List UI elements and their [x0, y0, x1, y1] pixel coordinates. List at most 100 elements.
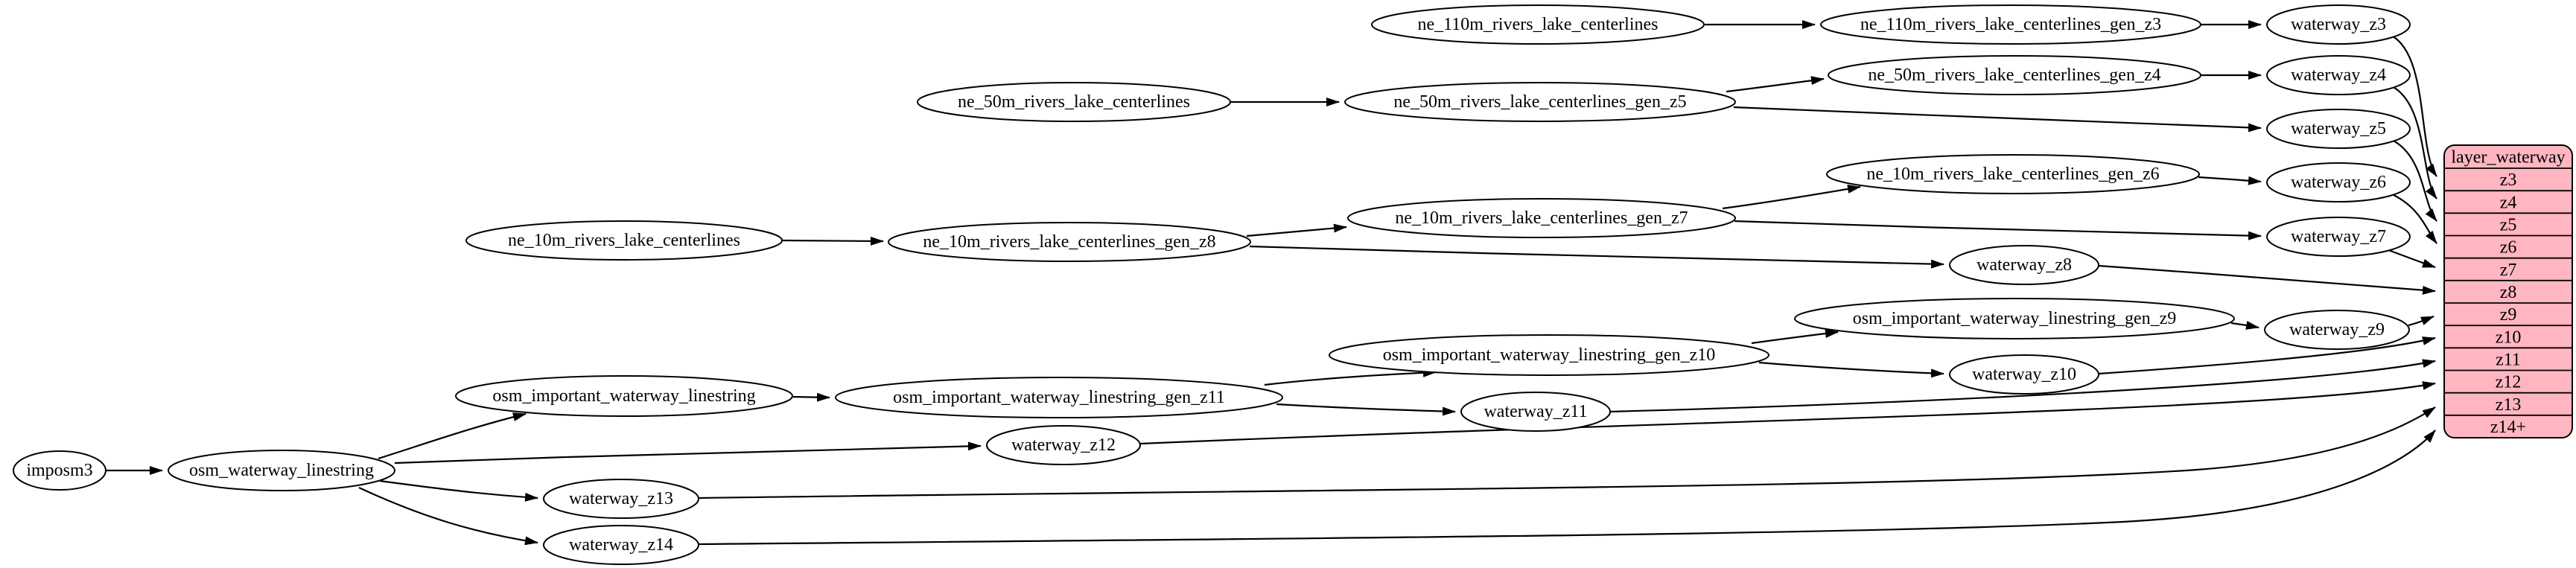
edge-waterway_z14--layer_waterway-z14+: [698, 430, 2436, 546]
node-label: waterway_z3: [2291, 15, 2386, 34]
record-row-z3: z3: [2500, 170, 2517, 190]
node-ne_10m_rivers_lake_centerlines: ne_10m_rivers_lake_centerlines: [465, 220, 783, 261]
edge-osm_important_waterway_linestring--osm_important_waterway_linestring_gen_z11: [792, 392, 830, 402]
node-osm_important_waterway_linestring_gen_z11: osm_important_waterway_linestring_gen_z1…: [835, 377, 1283, 418]
edge-waterway_z3--layer_waterway-z3: [2390, 34, 2437, 177]
record-row-z10: z10: [2496, 328, 2522, 347]
node-label: osm_important_waterway_linestring_gen_z1…: [1383, 345, 1716, 365]
edge-ne_10m_rivers_lake_centerlines_gen_z8--waterway_z8: [1249, 245, 1944, 269]
node-ellipse: [1329, 334, 1769, 376]
node-ellipse: [888, 222, 1251, 262]
node-label: ne_10m_rivers_lake_centerlines_gen_z6: [1866, 165, 2159, 184]
node-label: waterway_z7: [2291, 227, 2386, 246]
edge-waterway_z11--layer_waterway-z11: [1609, 359, 2436, 413]
edge-osm_waterway_linestring--osm_important_waterway_linestring: [378, 412, 527, 460]
node-label: osm_waterway_linestring: [189, 461, 374, 480]
node-waterway_z8: waterway_z8: [1949, 245, 2099, 285]
node-ne_10m_rivers_lake_centerlines_gen_z6: ne_10m_rivers_lake_centerlines_gen_z6: [1826, 154, 2200, 194]
node-ne_10m_rivers_lake_centerlines_gen_z7: ne_10m_rivers_lake_centerlines_gen_z7: [1347, 198, 1736, 238]
node-ellipse: [835, 377, 1283, 418]
edge-ne_10m_rivers_lake_centerlines_gen_z8--ne_10m_rivers_lake_centerlines_gen_z7: [1246, 223, 1347, 237]
node-label: ne_50m_rivers_lake_centerlines_gen_z5: [1393, 92, 1686, 112]
record-row-z9: z9: [2500, 305, 2517, 325]
node-ellipse: [465, 220, 783, 261]
edge-ne_10m_rivers_lake_centerlines_gen_z7--waterway_z7: [1734, 220, 2262, 240]
node-label: ne_50m_rivers_lake_centerlines: [958, 92, 1190, 112]
node-label: waterway_z4: [2291, 66, 2386, 85]
edge-waterway_z10--layer_waterway-z10: [2098, 336, 2436, 375]
node-label: osm_important_waterway_linestring_gen_z9: [1853, 309, 2177, 328]
edge-ne_10m_rivers_lake_centerlines_gen_z7--ne_10m_rivers_lake_centerlines_gen_z6: [1722, 184, 1861, 210]
edge-osm_waterway_linestring--waterway_z12: [394, 441, 982, 465]
node-label: waterway_z11: [1483, 402, 1587, 421]
node-label: waterway_z12: [1011, 435, 1116, 455]
node-waterway_z11: waterway_z11: [1460, 392, 1611, 432]
record-row-z7: z7: [2500, 261, 2517, 280]
node-ellipse: [2266, 162, 2411, 202]
node-label: waterway_z14: [569, 535, 673, 555]
node-ellipse: [1460, 392, 1611, 432]
node-ellipse: [986, 425, 1141, 465]
edge-ne_10m_rivers_lake_centerlines--ne_10m_rivers_lake_centerlines_gen_z8: [781, 236, 884, 246]
node-label: osm_important_waterway_linestring_gen_z1…: [893, 388, 1225, 407]
edges-layer: [106, 20, 2437, 546]
record-row-z12: z12: [2496, 373, 2522, 392]
record-background: [2443, 144, 2573, 438]
node-label: osm_important_waterway_linestring: [492, 386, 755, 406]
node-ne_50m_rivers_lake_centerlines_gen_z5: ne_50m_rivers_lake_centerlines_gen_z5: [1344, 82, 1736, 122]
node-label: ne_50m_rivers_lake_centerlines_gen_z4: [1868, 66, 2160, 85]
edge-osm_waterway_linestring--waterway_z14: [358, 487, 538, 546]
node-label: ne_10m_rivers_lake_centerlines_gen_z8: [923, 232, 1215, 252]
node-osm_waterway_linestring: osm_waterway_linestring: [168, 450, 395, 491]
node-ne_50m_rivers_lake_centerlines_gen_z4: ne_50m_rivers_lake_centerlines_gen_z4: [1828, 55, 2201, 95]
edge-waterway_z5--layer_waterway-z5: [2390, 138, 2437, 222]
node-ellipse: [2266, 4, 2411, 45]
node-ellipse: [2264, 310, 2410, 350]
edge-ne_10m_rivers_lake_centerlines_gen_z6--waterway_z6: [2198, 176, 2262, 185]
node-label: waterway_z8: [1976, 255, 2072, 275]
node-waterway_z9: waterway_z9: [2264, 310, 2410, 350]
node-waterway_z4: waterway_z4: [2266, 55, 2411, 95]
node-ellipse: [13, 450, 106, 491]
node-ellipse: [1949, 245, 2099, 285]
node-osm_important_waterway_linestring: osm_important_waterway_linestring: [455, 375, 793, 417]
node-ne_110m_rivers_lake_centerlines_gen_z3: ne_110m_rivers_lake_centerlines_gen_z3: [1820, 4, 2201, 45]
edge-waterway_z4--layer_waterway-z4: [2391, 86, 2437, 200]
node-label: waterway_z13: [569, 489, 673, 508]
edge-waterway_z9--layer_waterway-z9: [2408, 315, 2435, 327]
node-waterway_z12: waterway_z12: [986, 425, 1141, 465]
edge-osm_important_waterway_linestring_gen_z11--waterway_z11: [1276, 403, 1456, 416]
node-osm_important_waterway_linestring_gen_z10: osm_important_waterway_linestring_gen_z1…: [1329, 334, 1769, 376]
node-ellipse: [917, 82, 1231, 122]
record-row-z11: z11: [2496, 350, 2521, 369]
node-waterway_z14: waterway_z14: [543, 525, 699, 565]
node-label: waterway_z5: [2291, 119, 2386, 138]
node-ellipse: [2266, 109, 2411, 149]
record-row-z8: z8: [2500, 283, 2517, 302]
node-label: waterway_z6: [2291, 173, 2386, 192]
record-layer: layer_waterway z3 z4 z5 z6 z7 z8 z9 z10 z11 z12 z13…: [2443, 144, 2573, 438]
record-row-z4: z4: [2500, 193, 2517, 212]
node-ellipse: [543, 525, 699, 565]
record-row-z6: z6: [2500, 238, 2517, 258]
node-ellipse: [1371, 4, 1705, 45]
edge-waterway_z13--layer_waterway-z13: [698, 406, 2436, 500]
edge-waterway_z8--layer_waterway-z8: [2098, 264, 2436, 295]
node-waterway_z6: waterway_z6: [2266, 162, 2411, 202]
node-label: imposm3: [26, 461, 92, 480]
edge-ne_50m_rivers_lake_centerlines_gen_z5--waterway_z5: [1733, 106, 2262, 133]
node-waterway_z3: waterway_z3: [2266, 4, 2411, 45]
record-row-z13: z13: [2496, 395, 2522, 415]
node-waterway_z10: waterway_z10: [1949, 354, 2099, 395]
record-row-z5: z5: [2500, 215, 2517, 234]
node-ne_50m_rivers_lake_centerlines: ne_50m_rivers_lake_centerlines: [917, 82, 1231, 122]
node-ellipse: [2266, 217, 2411, 257]
edge-ne_50m_rivers_lake_centerlines_gen_z5--ne_50m_rivers_lake_centerlines_gen_z4: [1726, 76, 1825, 93]
node-label: waterway_z10: [1972, 365, 2076, 384]
edge-osm_important_waterway_linestring_gen_z9--waterway_z9: [2230, 321, 2259, 330]
node-ellipse: [455, 375, 793, 417]
node-ellipse: [1826, 154, 2200, 194]
node-label: ne_10m_rivers_lake_centerlines: [508, 231, 740, 250]
record-title: layer_waterway: [2451, 148, 2565, 167]
